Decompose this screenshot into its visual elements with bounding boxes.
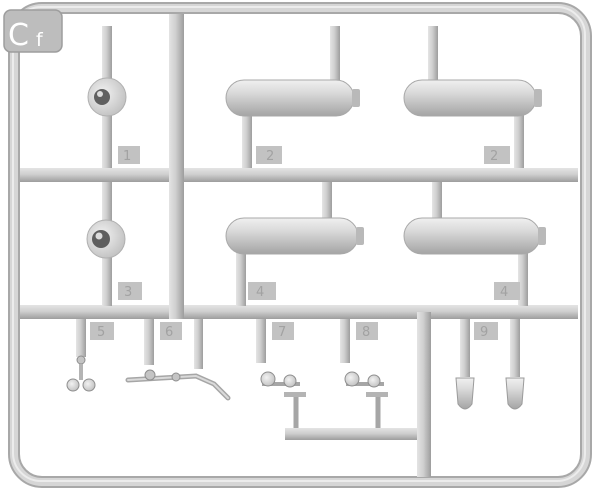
part-4-tank-left: 4	[225, 182, 364, 306]
part-6-torch: 6	[125, 319, 231, 401]
part-2-tank-right: 2	[403, 26, 542, 168]
svg-text:f: f	[36, 29, 44, 51]
part-5-valve: 5	[66, 319, 114, 392]
svg-text:7: 7	[278, 325, 286, 340]
sprue-frame	[8, 2, 592, 488]
svg-text:3: 3	[124, 285, 132, 300]
part-3-round: 3	[86, 182, 142, 306]
sprue-tag: C f	[3, 9, 63, 53]
part-1-round: 1	[87, 26, 140, 168]
part-8-regulator: 8	[340, 319, 388, 428]
svg-text:8: 8	[362, 325, 370, 340]
svg-text:4: 4	[500, 285, 508, 300]
svg-text:1: 1	[123, 149, 131, 164]
svg-text:6: 6	[165, 325, 173, 340]
svg-text:2: 2	[266, 149, 274, 164]
svg-text:9: 9	[480, 325, 488, 340]
svg-text:4: 4	[256, 285, 264, 300]
svg-text:C: C	[8, 18, 29, 53]
svg-text:5: 5	[97, 325, 105, 340]
part-4-tank-right: 4	[403, 182, 546, 306]
part-9-tips: 9	[455, 319, 525, 410]
part-2-tank-left: 2	[225, 26, 360, 168]
part-7-regulator: 7	[256, 319, 306, 428]
runner-horizontal-set	[20, 168, 578, 440]
runner-vertical-set	[169, 14, 431, 477]
svg-text:2: 2	[490, 149, 498, 164]
